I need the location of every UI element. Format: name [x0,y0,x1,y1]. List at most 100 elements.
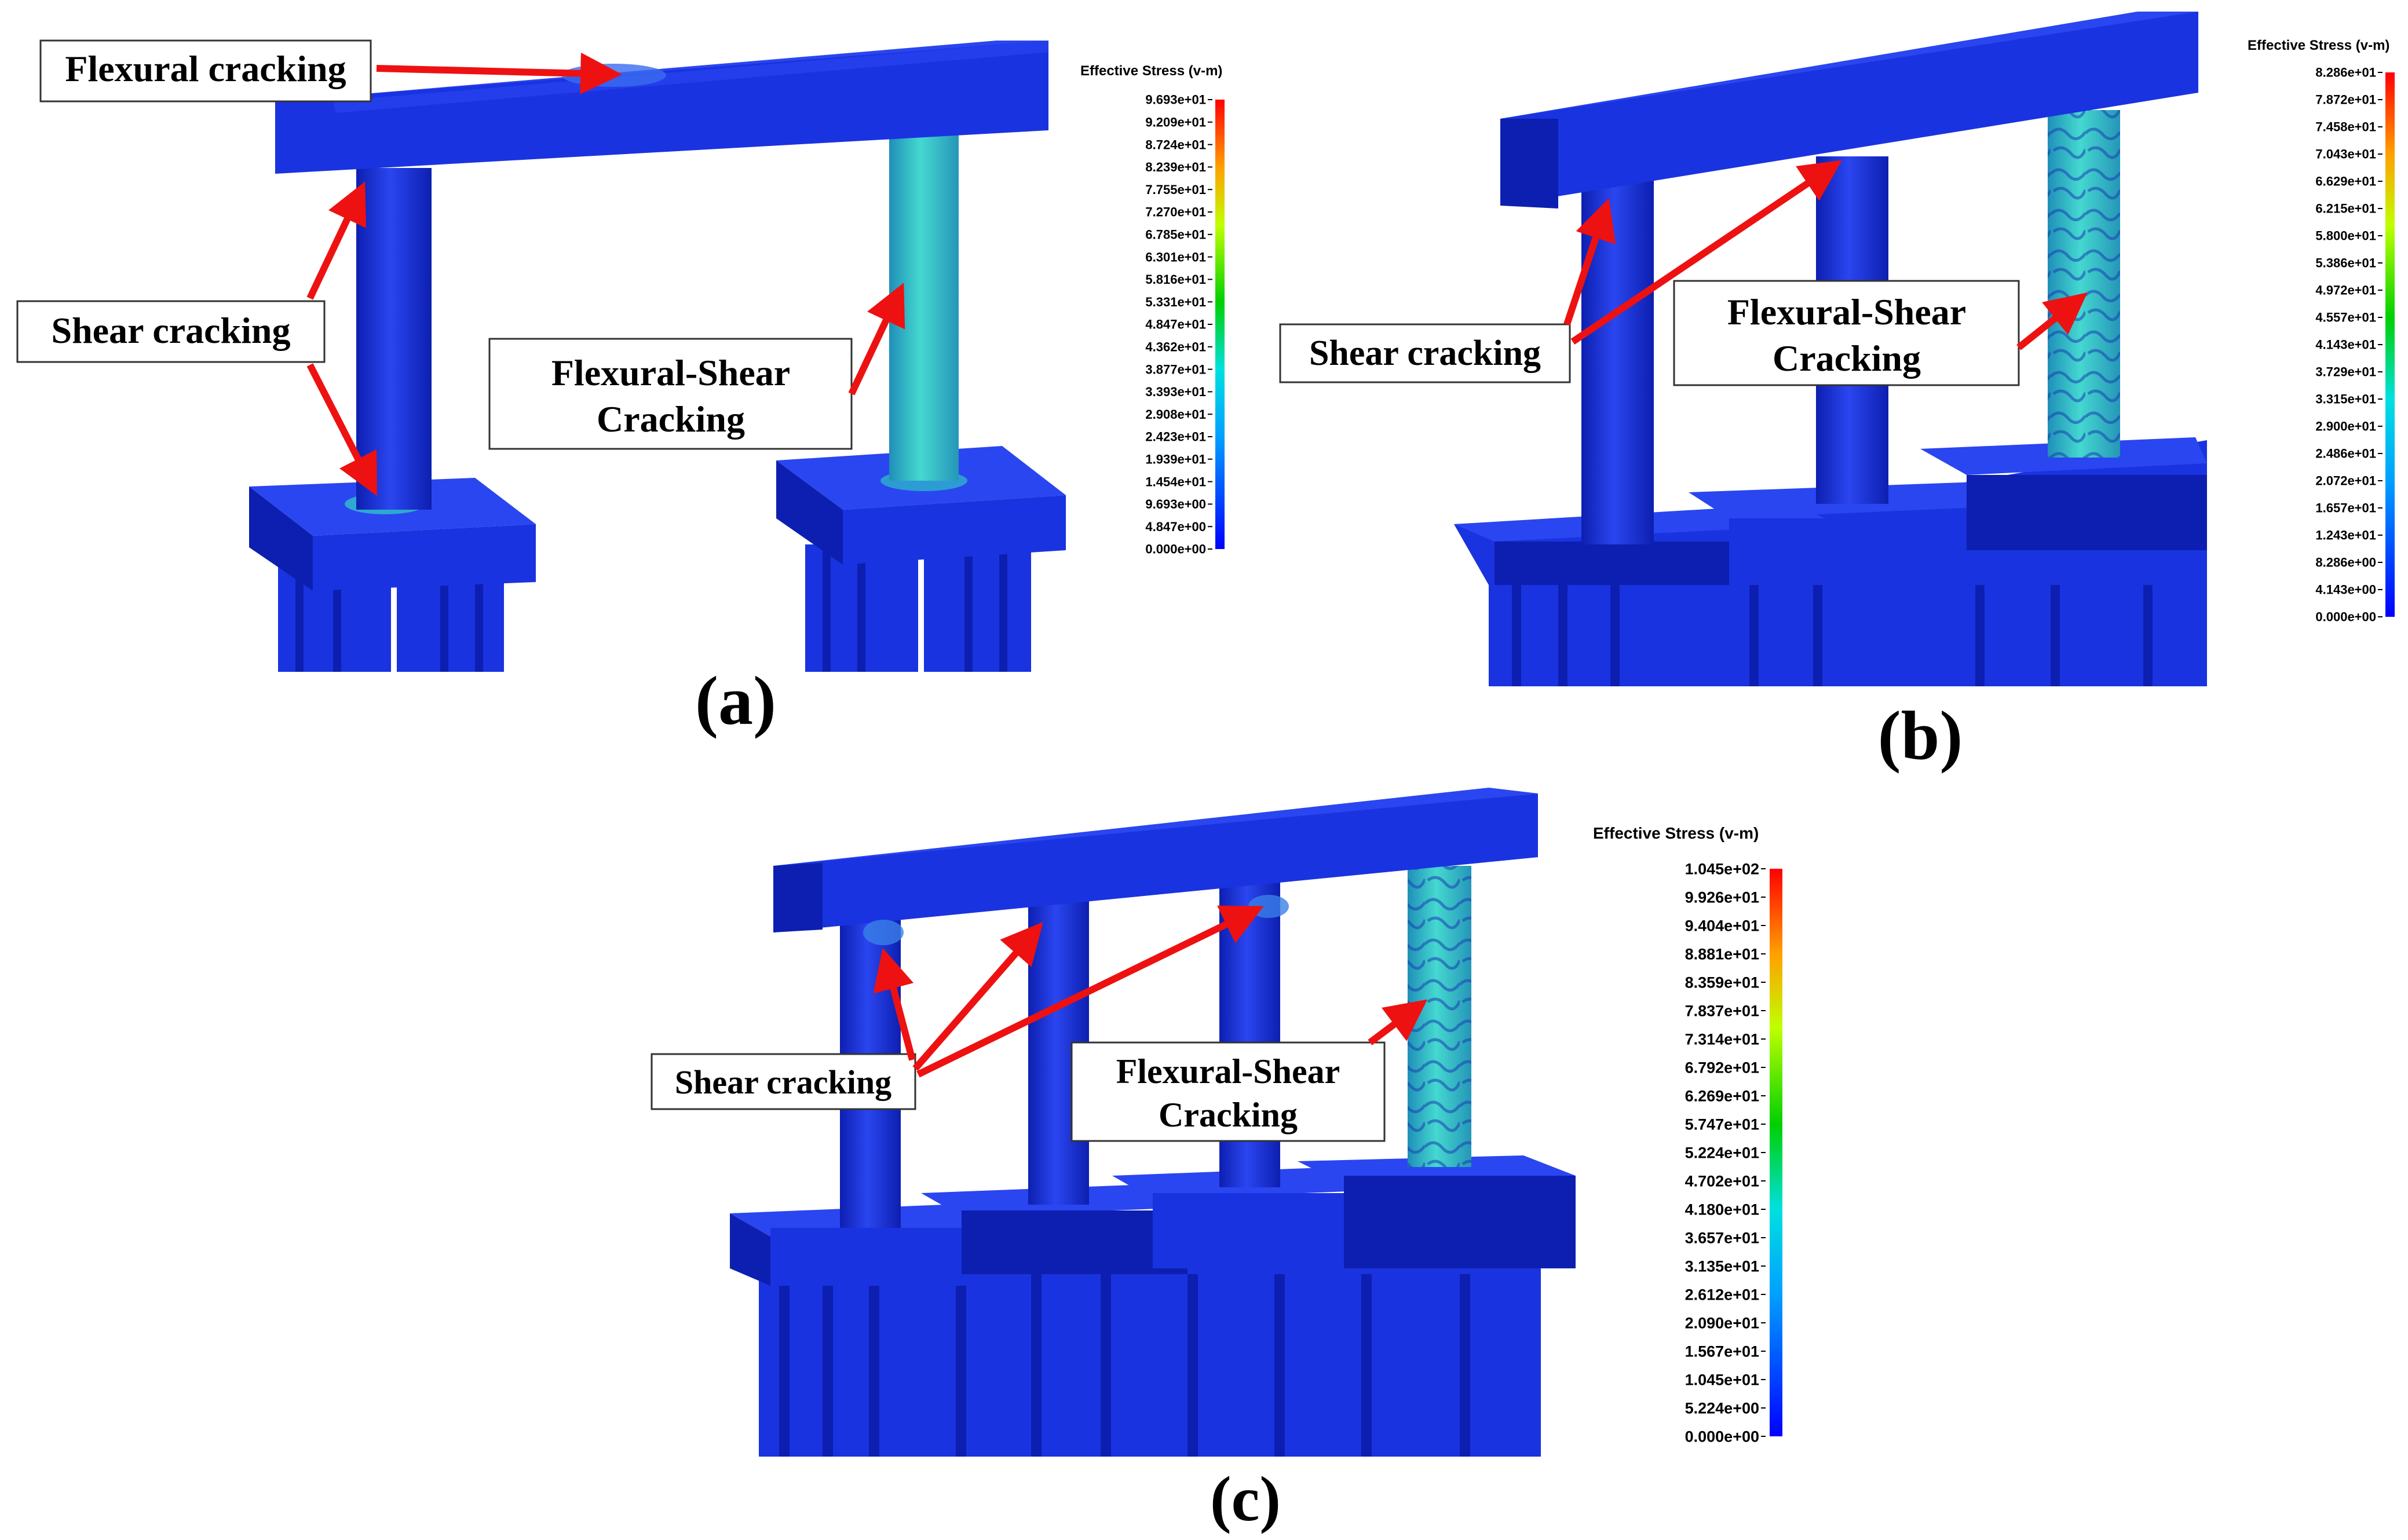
colorbar-tick-label: 5.331e+01 [1145,295,1206,309]
crack-pattern-c [1408,866,1471,1167]
colorbar-tick-label: 4.143e+00 [2315,583,2376,597]
colorbar-tick-label: 4.557e+01 [2315,310,2376,325]
colorbar-tick-label: 9.209e+01 [1145,115,1206,130]
colorbar-tick-label: 0.000e+00 [1145,542,1206,557]
colorbar-tick-label: 9.693e+00 [1145,497,1206,511]
label-flex-shear-line1-c: Flexural-Shear [1116,1052,1340,1091]
label-flexural-cracking-a: Flexural cracking [65,48,346,89]
colorbar-tick-label: 0.000e+00 [1685,1428,1759,1445]
caption-a: (a) [695,662,776,739]
arrow-shear-top-a [306,181,367,300]
label-shear-cracking-c: Shear cracking [675,1063,891,1101]
arrow-flex-shear-c [1368,999,1428,1045]
colorbar-tick-label: 9.926e+01 [1685,888,1759,906]
cap-beam-b [1500,12,2198,208]
colorbar-tick-label: 2.612e+01 [1685,1286,1759,1303]
labels-c: Shear cracking Flexural-Shear Cracking (… [651,1041,1386,1534]
colorbar-tick-label: 0.000e+00 [2315,610,2376,624]
colorbar-tick-label: 1.454e+01 [1145,474,1206,489]
colorbar-tick-label: 4.847e+01 [1145,317,1206,332]
colorbar-tick-label: 3.729e+01 [2315,365,2376,379]
colorbar-tick-label: 6.629e+01 [2315,174,2376,189]
colorbar-tick-label: 6.792e+01 [1685,1059,1759,1076]
colorbar-tick-label: 8.359e+01 [1685,974,1759,991]
label-flex-shear-line1-a: Flexural-Shear [551,352,790,393]
arrows [306,52,2088,1078]
colorbar-tick-label: 3.657e+01 [1685,1229,1759,1246]
colorbar-title-c: Effective Stress (v-m) [1593,824,1759,842]
arrow-flex-shear-a [848,283,905,396]
panel-a [249,41,1066,672]
colorbar-tick-label: 2.090e+01 [1685,1314,1759,1332]
colorbar-tick-label: 6.269e+01 [1685,1087,1759,1104]
colorbar-tick-label: 1.243e+01 [2315,528,2376,543]
colorbar-tick-label: 2.486e+01 [2315,447,2376,461]
colorbar-gradient-a [1215,100,1225,549]
colorbar-tick-label: 8.286e+00 [2315,555,2376,570]
panel-b [1454,12,2207,686]
colorbar-gradient-c [1770,869,1782,1436]
colorbar-tick-label: 8.239e+01 [1145,160,1206,174]
colorbar-tick-label: 2.423e+01 [1145,430,1206,444]
arrow-shear-3-c [916,905,1264,1078]
label-flex-shear-line2-b: Cracking [1773,338,1921,379]
column-1-b [1581,180,1654,544]
colorbar-tick-label: 3.393e+01 [1145,385,1206,399]
colorbar-tick-label: 5.386e+01 [2315,256,2376,270]
colorbar-tick-label: 5.747e+01 [1685,1115,1759,1133]
colorbar-tick-label: 8.881e+01 [1685,945,1759,963]
crack-pattern-b [2048,110,2120,458]
colorbar-tick-label: 6.301e+01 [1145,250,1206,264]
colorbar-b: Effective Stress (v-m) 8.286e+017.872e+0… [2248,38,2395,624]
label-shear-cracking-b: Shear cracking [1309,334,1541,373]
colorbar-tick-label: 2.908e+01 [1145,407,1206,422]
colorbar-tick-label: 3.135e+01 [1685,1257,1759,1275]
colorbar-tick-label: 7.837e+01 [1685,1002,1759,1019]
pile-caps-c [730,1155,1576,1286]
colorbar-tick-label: 1.657e+01 [2315,501,2376,515]
colorbar-tick-label: 8.286e+01 [2315,65,2376,80]
colorbar-tick-label: 6.785e+01 [1145,228,1206,242]
pile-group-b [1489,579,2207,686]
label-flex-shear-line2-c: Cracking [1159,1096,1298,1134]
arrow-shear-bottom-a [306,363,377,496]
colorbar-tick-label: 3.315e+01 [2315,392,2376,407]
colorbar-a: Effective Stress (v-m) 9.693e+01 9.209e+0… [1080,63,1225,557]
column-right-a [889,133,959,481]
colorbar-tick-label: 3.877e+01 [1145,362,1206,376]
arrow-shear-2-c [912,921,1043,1071]
colorbar-title-a: Effective Stress (v-m) [1080,63,1222,79]
colorbar-tick-label: 4.362e+01 [1145,340,1206,354]
colorbar-tick-label: 2.072e+01 [2315,474,2376,488]
pile-group-c [759,1268,1541,1457]
colorbar-tick-label: 1.939e+01 [1145,452,1206,467]
colorbar-tick-label: 7.314e+01 [1685,1030,1759,1048]
colorbar-tick-label: 4.143e+01 [2315,338,2376,352]
colorbar-tick-label: 2.900e+01 [2315,419,2376,434]
column-left-a [356,168,432,510]
caption-b: (b) [1878,697,1963,774]
colorbar-tick-label: 4.847e+00 [1145,520,1206,534]
colorbar-tick-label: 5.816e+01 [1145,272,1206,287]
colorbar-tick-label: 9.693e+01 [1145,93,1206,107]
panel-c [730,788,1576,1457]
colorbar-tick-label: 5.800e+01 [2315,229,2376,243]
arrow-flexural-a [376,52,622,94]
colorbar-tick-label: 4.702e+01 [1685,1172,1759,1190]
cap-beam-a [275,41,1048,174]
arrow-shear-2-b [1570,160,1842,345]
colorbar-tick-label: 1.045e+01 [1685,1371,1759,1388]
arrow-flex-shear-b [2016,292,2088,350]
label-flex-shear-line1-b: Flexural-Shear [1727,291,1966,332]
labels-b: Shear cracking Flexural-Shear Cracking (… [1279,280,2020,774]
colorbar-tick-label: 7.270e+01 [1145,205,1206,220]
colorbar-tick-label: 4.180e+01 [1685,1201,1759,1218]
label-flex-shear-line2-a: Cracking [597,398,745,440]
labels-a: Flexural cracking Shear cracking Flexura… [16,39,853,739]
colorbar-tick-label: 7.458e+01 [2315,120,2376,134]
colorbar-c: Effective Stress (v-m) 1.045e+029.926e+0… [1593,824,1782,1445]
colorbar-gradient-b [2385,72,2395,617]
colorbar-tick-label: 6.215e+01 [2315,202,2376,216]
colorbar-tick-label: 1.567e+01 [1685,1343,1759,1360]
